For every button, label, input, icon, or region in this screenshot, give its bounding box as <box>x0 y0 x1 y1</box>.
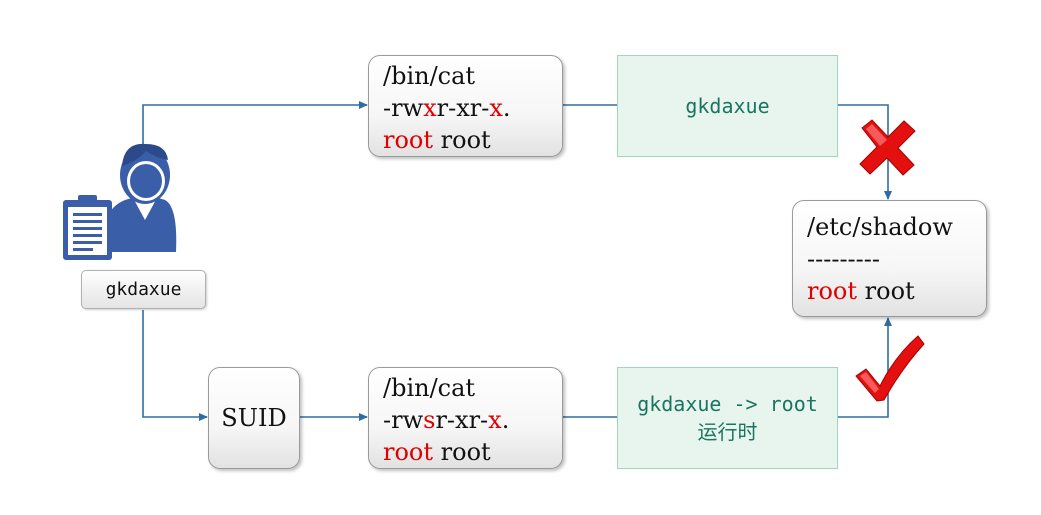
bottom-file-suid-bit: s <box>423 406 436 434</box>
user-with-clipboard-icon <box>63 143 177 260</box>
suid-label: SUID <box>221 404 287 432</box>
shadow-file-group: root <box>864 277 915 305</box>
bottom-file-group: root <box>440 438 491 466</box>
shadow-file-box: /etc/shadow --------- root root <box>792 200 987 317</box>
shadow-file-path: /etc/shadow <box>807 213 953 241</box>
top-process-box: gkdaxue <box>617 55 838 157</box>
bottom-cat-file-box: /bin/cat -rwsr-xr-x. root root <box>368 367 563 469</box>
top-file-permissions: -rwxr-xr-x. <box>383 94 511 122</box>
edge-user-to-top-file <box>142 101 368 150</box>
top-process-text: gkdaxue <box>685 94 770 118</box>
top-file-ownership: root root <box>383 124 562 156</box>
shadow-file-ownership: root root <box>807 275 986 307</box>
bottom-file-owner: root <box>383 438 434 466</box>
suid-box: SUID <box>208 367 300 469</box>
bottom-process-line2: 运行时 <box>697 420 758 444</box>
user-name-text: gkdaxue <box>105 279 182 300</box>
bottom-process-line1: gkdaxue -> root <box>637 392 818 416</box>
edge-user-to-suid <box>142 310 208 421</box>
shadow-file-owner: root <box>807 277 858 305</box>
bottom-file-path: /bin/cat <box>383 374 476 402</box>
red-check-mark-icon <box>855 335 925 402</box>
top-file-path: /bin/cat <box>383 62 476 90</box>
user-name-label: gkdaxue <box>81 270 206 309</box>
red-x-cross-icon <box>859 119 916 176</box>
bottom-file-ownership: root root <box>383 436 562 468</box>
bottom-process-box: gkdaxue -> root 运行时 <box>617 367 838 469</box>
top-file-exec-bit: x <box>423 94 437 122</box>
edge-bottom-process-to-shadow <box>838 317 892 418</box>
top-file-group: root <box>440 126 491 154</box>
top-file-owner: root <box>383 126 434 154</box>
shadow-file-divider: --------- <box>807 245 880 273</box>
edge-top-process-to-shadow <box>838 104 892 200</box>
top-cat-file-box: /bin/cat -rwxr-xr-x. root root <box>368 55 563 157</box>
bottom-file-permissions: -rwsr-xr-x. <box>383 406 510 434</box>
